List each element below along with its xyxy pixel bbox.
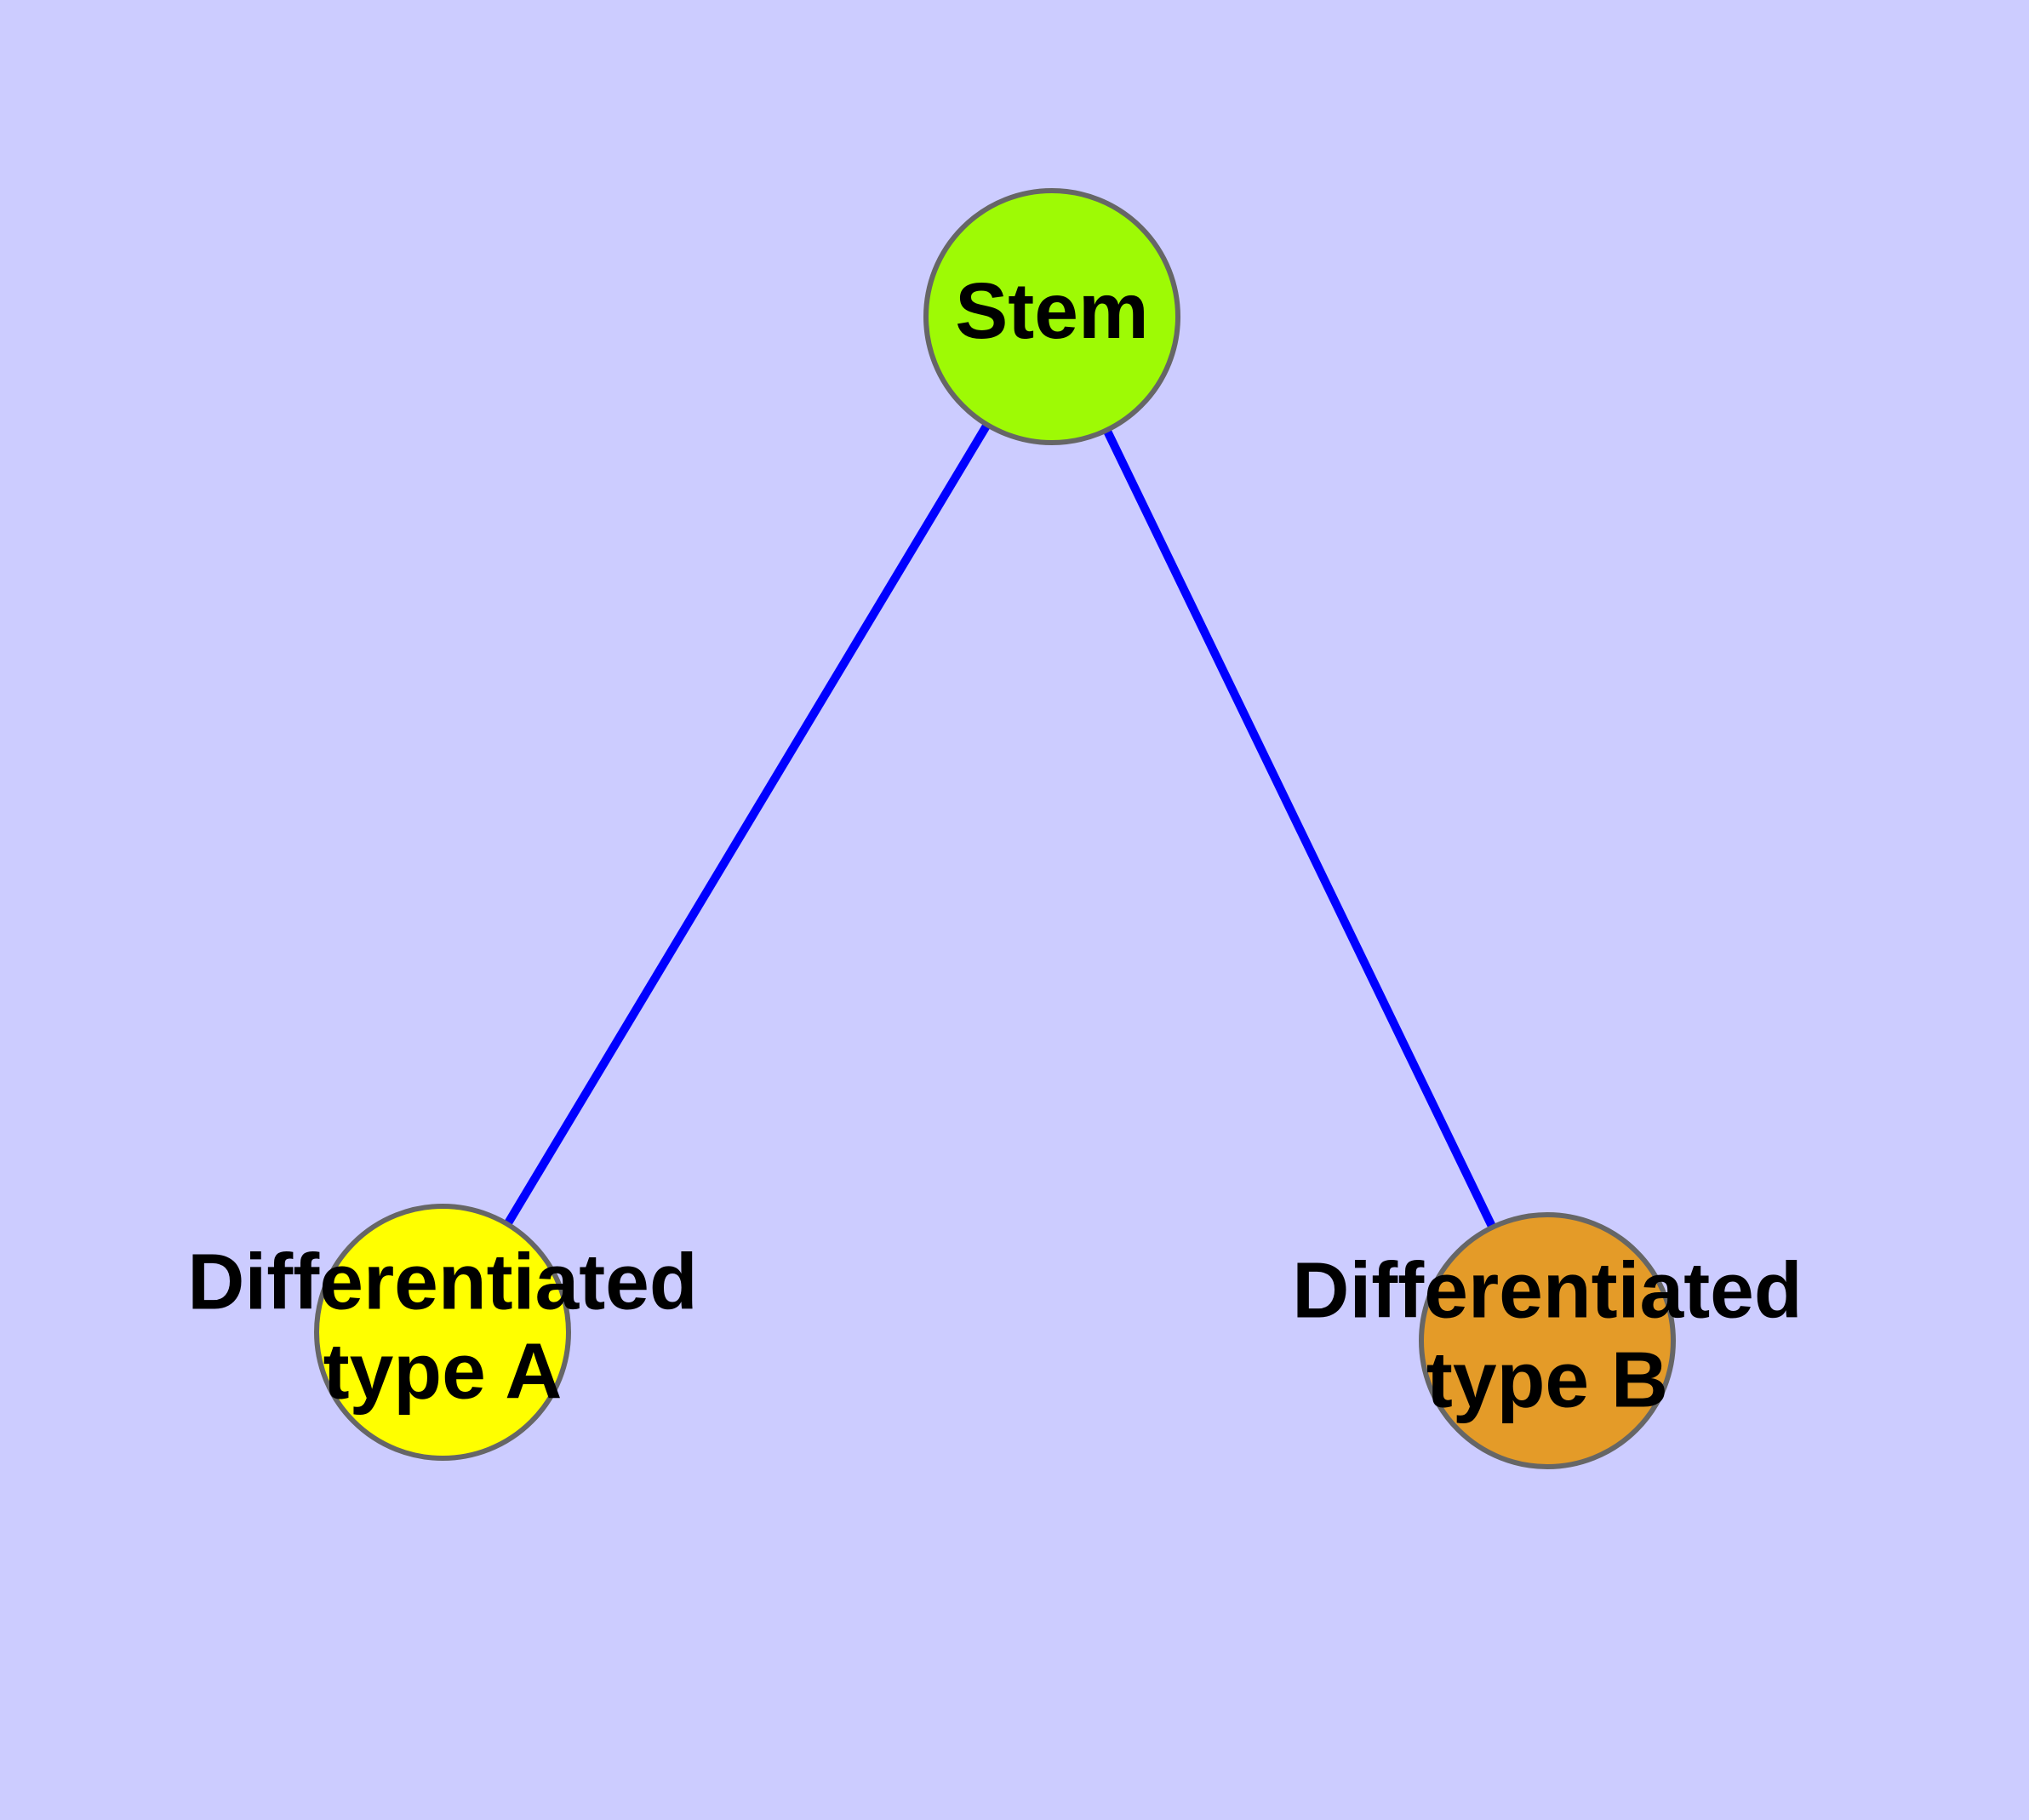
- node-label-line: type B: [1426, 1335, 1668, 1423]
- node-label-line: Stem: [955, 266, 1148, 355]
- graph-node-stem[interactable]: [923, 188, 1180, 445]
- graph-edge: [504, 424, 991, 1225]
- graph-edge: [1103, 429, 1496, 1228]
- node-label-line: type A: [323, 1326, 563, 1415]
- node-label-line: Differentiated: [1292, 1245, 1802, 1334]
- edges-layer: [504, 424, 1496, 1228]
- node-label-stem: Stem: [955, 266, 1148, 355]
- nodes-layer: [314, 188, 1676, 1469]
- node-label-line: Differentiated: [187, 1237, 697, 1325]
- graph-node-diff_b[interactable]: [1419, 1212, 1676, 1469]
- graph-node-diff_a[interactable]: [314, 1204, 571, 1461]
